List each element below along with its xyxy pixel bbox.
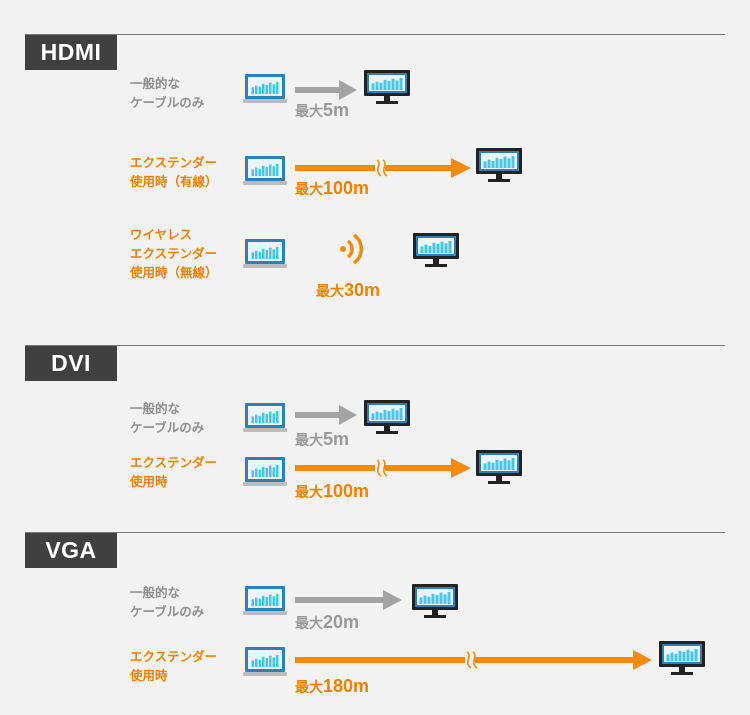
laptop-icon (243, 456, 287, 488)
orange-arrow (295, 158, 471, 178)
orange-arrow (295, 458, 471, 478)
monitor-icon (413, 233, 459, 269)
hdmi-wireless-distance: 最大30m (316, 280, 381, 300)
laptop-icon (243, 155, 287, 187)
hdmi-tag: HDMI (25, 35, 117, 70)
gray-arrow (295, 80, 357, 100)
vga-extender-label: エクステンダー 使用時 (130, 649, 218, 683)
dvi-tag: DVI (25, 346, 117, 381)
vga-cable-distance: 最大20m (295, 612, 360, 632)
laptop-icon (243, 646, 287, 678)
monitor-icon (659, 641, 705, 677)
hdmi-cable-distance: 最大5m (295, 100, 350, 120)
vga-cable-label: 一般的な ケーブルのみ (130, 585, 205, 619)
gray-arrow (295, 405, 357, 425)
hdmi-divider (25, 34, 725, 35)
dvi-cable-label: 一般的な ケーブルのみ (130, 401, 205, 435)
dvi-extender-distance: 最大100m (295, 481, 370, 501)
hdmi-extender-label: エクステンダー 使用時（有線） (130, 155, 218, 189)
laptop-icon (243, 238, 287, 270)
monitor-icon (476, 450, 522, 486)
hdmi-extender-distance: 最大100m (295, 178, 370, 198)
wireless-signal-icon (340, 233, 364, 265)
laptop-icon (243, 585, 287, 617)
orange-arrow (295, 650, 652, 670)
vga-tag: VGA (25, 533, 117, 568)
hdmi-cable-label: 一般的な ケーブルのみ (130, 76, 205, 110)
laptop-icon (243, 402, 287, 434)
dvi-divider (25, 345, 725, 346)
gray-arrow (295, 590, 402, 610)
monitor-icon (364, 400, 410, 436)
monitor-icon (476, 148, 522, 184)
vga-extender-distance: 最大180m (295, 676, 370, 696)
monitor-icon (412, 584, 458, 620)
dvi-extender-label: エクステンダー 使用時 (130, 455, 218, 489)
monitor-icon (364, 70, 410, 106)
hdmi-wireless-label: ワイヤレス エクステンダー 使用時（無線） (130, 227, 218, 280)
dvi-cable-distance: 最大5m (295, 429, 350, 449)
laptop-icon (243, 73, 287, 105)
vga-divider (25, 532, 725, 533)
